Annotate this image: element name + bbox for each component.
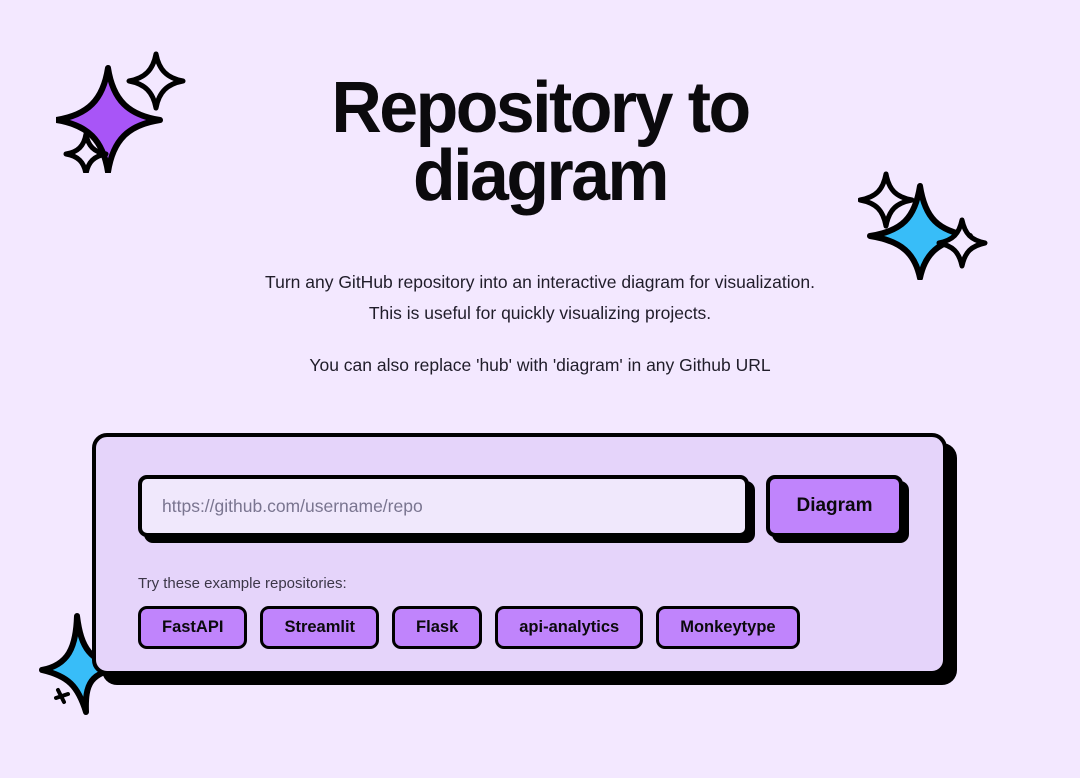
repo-url-input[interactable] bbox=[138, 475, 749, 537]
subtitle-note: You can also replace 'hub' with 'diagram… bbox=[309, 354, 771, 375]
example-chip-streamlit[interactable]: Streamlit bbox=[260, 606, 380, 649]
example-chip-monkeytype[interactable]: Monkeytype bbox=[656, 606, 800, 649]
example-chip-flask[interactable]: Flask bbox=[392, 606, 483, 649]
hero-section: Repository to diagram Turn any GitHub re… bbox=[0, 0, 1080, 381]
example-repository-list: FastAPI Streamlit Flask api-analytics Mo… bbox=[138, 606, 903, 649]
repo-input-row: Diagram bbox=[138, 475, 903, 537]
example-chip-fastapi[interactable]: FastAPI bbox=[138, 606, 248, 649]
example-chip-api-analytics[interactable]: api-analytics bbox=[495, 606, 644, 649]
repo-input-card: Diagram Try these example repositories: … bbox=[92, 433, 947, 675]
page-title: Repository to diagram bbox=[331, 68, 751, 217]
hero-subtitle: Turn any GitHub repository into an inter… bbox=[0, 267, 1080, 381]
subtitle-line-1: Turn any GitHub repository into an inter… bbox=[265, 271, 815, 292]
diagram-submit-button[interactable]: Diagram bbox=[766, 475, 903, 537]
examples-label: Try these example repositories: bbox=[138, 575, 347, 592]
subtitle-line-2: This is useful for quickly visualizing p… bbox=[368, 302, 712, 323]
